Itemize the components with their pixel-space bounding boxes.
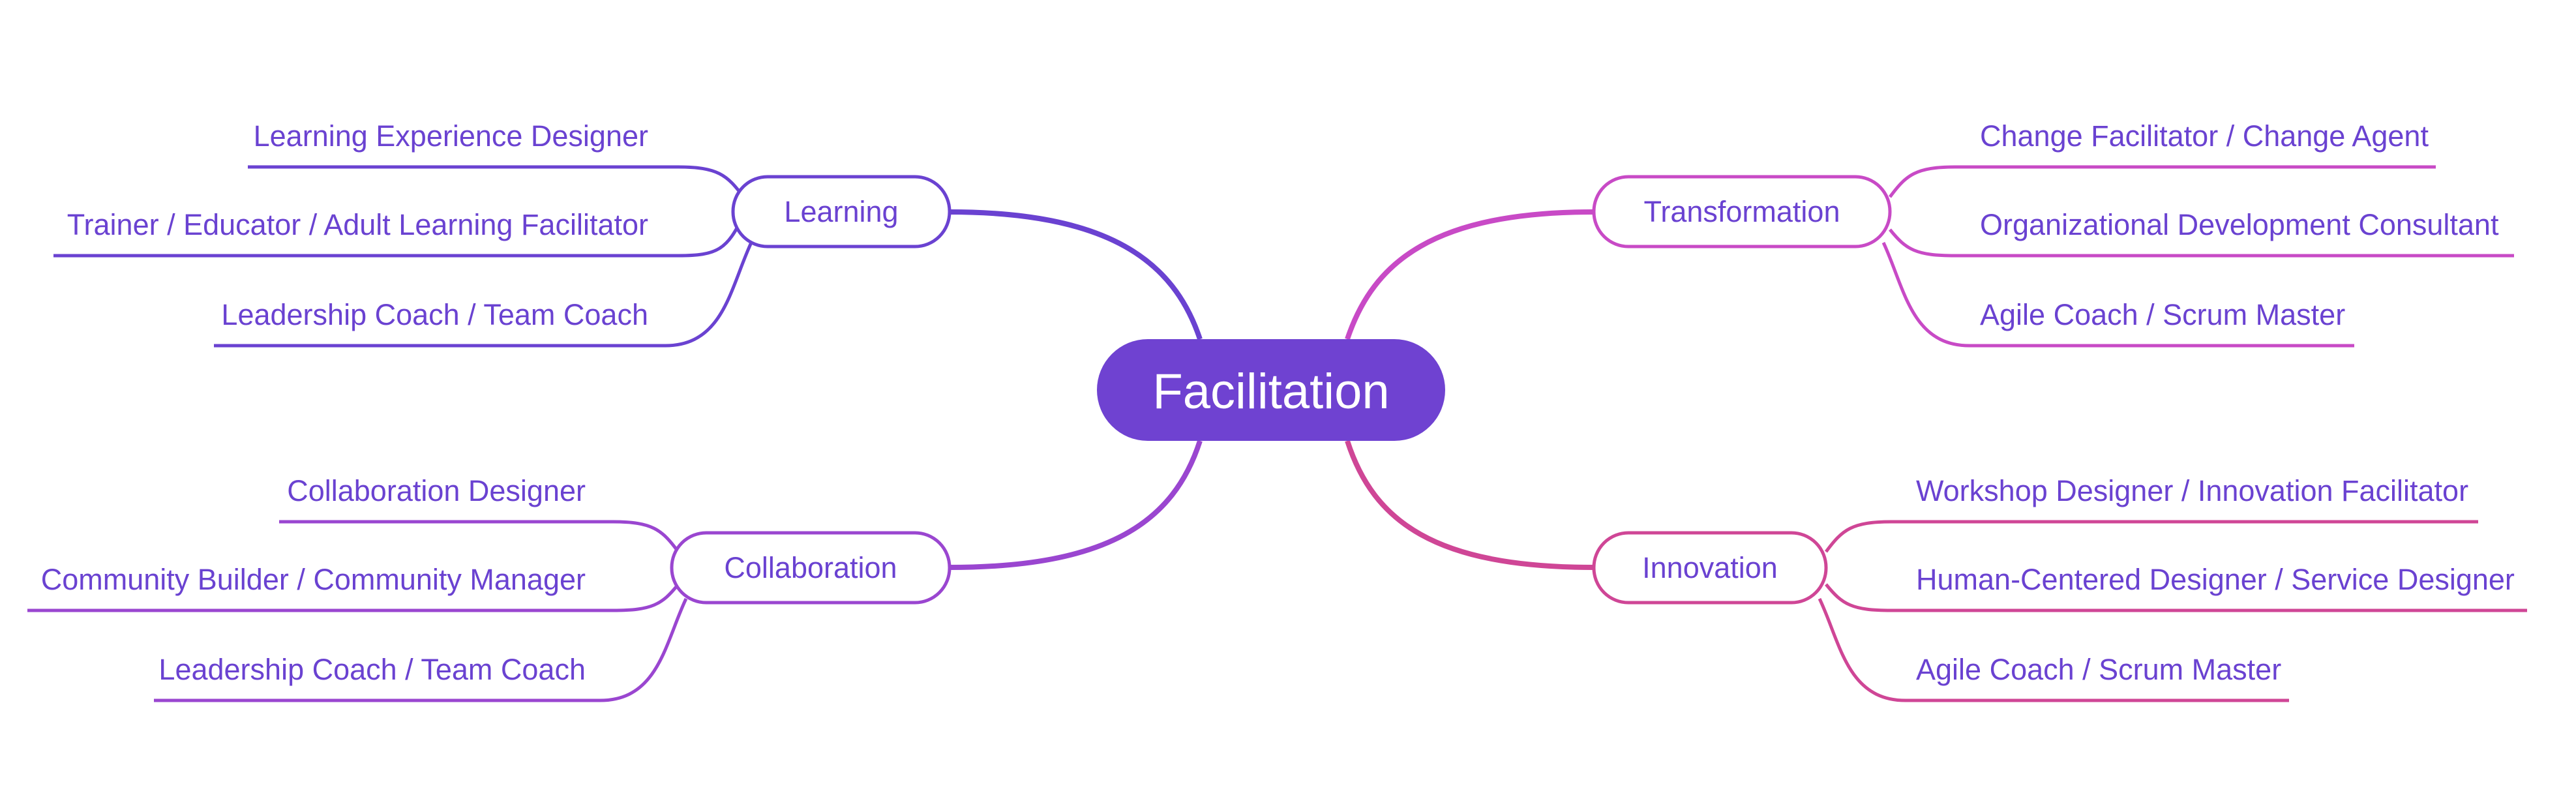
leaf-innovation-3: Agile Coach / Scrum Master <box>1916 653 2281 686</box>
leaf-transformation-3: Agile Coach / Scrum Master <box>1980 298 2345 331</box>
branch-label-collaboration: Collaboration <box>724 551 897 584</box>
leaf-innovation-1: Workshop Designer / Innovation Facilitat… <box>1916 474 2468 507</box>
connector-root-transformation <box>1345 209 1595 340</box>
branch-pill-transformation <box>1592 175 1892 248</box>
leaf-connectors-innovation <box>1818 520 2527 702</box>
branch-label-transformation: Transformation <box>1644 195 1840 228</box>
branch-label-innovation: Innovation <box>1642 551 1778 584</box>
branch-node-transformation: Transformation <box>1592 175 1892 248</box>
branch-pill-collaboration <box>670 531 951 605</box>
root-node: Facilitation <box>1097 339 1445 441</box>
branch-pill-learning <box>731 175 951 248</box>
leaf-collaboration-3: Leadership Coach / Team Coach <box>158 653 586 686</box>
branch-node-collaboration: Collaboration <box>670 531 951 605</box>
branch-pill-innovation <box>1592 531 1828 605</box>
leaf-connectors-collaboration <box>27 520 688 702</box>
leaf-learning-1: Learning Experience Designer <box>254 119 648 153</box>
leaf-transformation-1: Change Facilitator / Change Agent <box>1980 119 2429 153</box>
leaf-connectors-transformation <box>1881 165 2514 348</box>
leaf-transformation-2: Organizational Development Consultant <box>1980 208 2499 241</box>
leaf-learning-3: Leadership Coach / Team Coach <box>221 298 648 331</box>
branch-label-learning: Learning <box>784 195 898 228</box>
connector-root-collaboration <box>949 440 1203 570</box>
root-label: Facilitation <box>1152 364 1389 419</box>
branch-node-learning: Learning <box>731 175 951 248</box>
branch-node-innovation: Innovation <box>1592 531 1828 605</box>
root-node-pill <box>1097 339 1445 441</box>
connector-root-learning <box>949 209 1203 340</box>
leaf-learning-2: Trainer / Educator / Adult Learning Faci… <box>67 208 648 241</box>
leaf-collaboration-2: Community Builder / Community Manager <box>41 563 586 596</box>
leaf-collaboration-1: Collaboration Designer <box>287 474 586 507</box>
connector-root-innovation <box>1345 440 1595 570</box>
leaf-innovation-2: Human-Centered Designer / Service Design… <box>1916 563 2515 596</box>
